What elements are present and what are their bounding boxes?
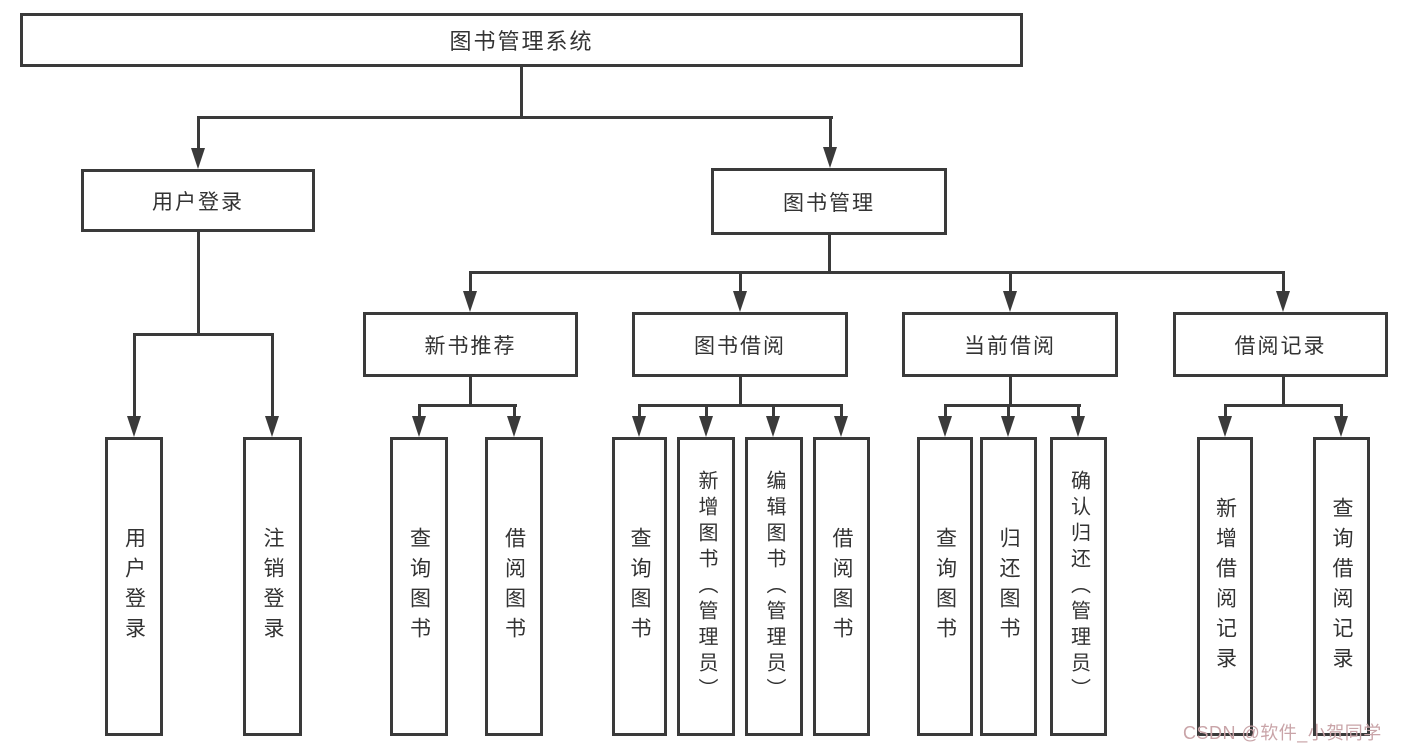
leaf-query-borrow-record: 查询借阅记录	[1313, 437, 1370, 736]
leaf-label: 借阅图书	[502, 526, 526, 647]
leaf-query-books-recommend: 查询图书	[390, 437, 448, 736]
connector-line	[469, 271, 1285, 274]
connector-line	[469, 274, 472, 294]
connector-line	[1009, 274, 1012, 294]
leaf-label: 注销登录	[261, 526, 284, 647]
leaf-label: 编辑图书（管理员）	[763, 469, 785, 704]
arrowhead-icon	[733, 291, 747, 312]
arrowhead-icon	[938, 416, 952, 437]
leaf-label: 查询借阅记录	[1330, 496, 1353, 677]
leaf-label: 归还图书	[997, 526, 1020, 647]
node-book-borrowing: 图书借阅	[632, 312, 848, 377]
leaf-add-books-admin: 新增图书（管理员）	[677, 437, 735, 736]
node-borrowing-records: 借阅记录	[1173, 312, 1388, 377]
connector-line	[840, 407, 843, 421]
csdn-watermark: CSDN @软件_小贺同学	[1183, 723, 1382, 743]
connector-line	[772, 407, 775, 421]
leaf-add-borrow-record: 新增借阅记录	[1197, 437, 1253, 736]
node-label: 图书借阅	[694, 334, 786, 358]
connector-line	[197, 119, 200, 153]
connector-line	[1077, 407, 1080, 421]
connector-line	[197, 116, 833, 119]
connector-line	[739, 274, 742, 294]
connector-line	[520, 66, 523, 119]
connector-line	[133, 333, 274, 336]
connector-line	[944, 407, 947, 421]
arrowhead-icon	[265, 416, 279, 437]
node-label: 用户登录	[152, 190, 244, 214]
connector-line	[1224, 404, 1343, 407]
arrowhead-icon	[823, 147, 837, 168]
leaf-label: 查询图书	[933, 526, 957, 647]
connector-line	[828, 235, 831, 273]
leaf-label: 新增图书（管理员）	[695, 469, 717, 704]
node-user-login: 用户登录	[81, 169, 315, 232]
node-label: 图书管理系统	[449, 29, 594, 54]
connector-line	[1009, 377, 1012, 406]
connector-line	[418, 407, 421, 421]
connector-line	[1340, 407, 1343, 421]
leaf-query-books-current: 查询图书	[917, 437, 973, 736]
connector-line	[829, 119, 832, 152]
arrowhead-icon	[1003, 291, 1017, 312]
node-label: 借阅记录	[1234, 334, 1327, 358]
leaf-label: 用户登录	[122, 526, 146, 647]
arrowhead-icon	[1276, 291, 1290, 312]
node-label: 新书推荐	[424, 334, 517, 358]
arrowhead-icon	[834, 416, 848, 437]
node-label: 当前借阅	[964, 334, 1056, 358]
connector-line	[1224, 407, 1227, 421]
connector-line	[418, 404, 517, 407]
connector-line	[638, 404, 843, 407]
leaf-label: 借阅图书	[830, 526, 853, 647]
connector-line	[705, 407, 708, 421]
arrowhead-icon	[1071, 416, 1085, 437]
leaf-confirm-return-admin: 确认归还（管理员）	[1050, 437, 1107, 736]
arrowhead-icon	[1334, 416, 1348, 437]
arrowhead-icon	[191, 148, 205, 169]
node-label: 图书管理	[783, 191, 875, 215]
connector-line	[133, 336, 136, 420]
connector-line	[739, 377, 742, 406]
node-book-management: 图书管理	[711, 168, 947, 235]
leaf-label: 新增借阅记录	[1213, 496, 1237, 677]
arrowhead-icon	[699, 416, 713, 437]
arrowhead-icon	[507, 416, 521, 437]
leaf-borrow-books-borrowing: 借阅图书	[813, 437, 870, 736]
leaf-query-books-borrowing: 查询图书	[612, 437, 667, 736]
leaf-label: 确认归还（管理员）	[1067, 469, 1090, 704]
connector-line	[1007, 407, 1010, 421]
arrowhead-icon	[127, 416, 141, 437]
connector-line	[513, 407, 516, 421]
leaf-logout: 注销登录	[243, 437, 302, 736]
connector-line	[271, 336, 274, 420]
arrowhead-icon	[1218, 416, 1232, 437]
arrowhead-icon	[1001, 416, 1015, 437]
connector-line	[638, 407, 641, 421]
leaf-edit-books-admin: 编辑图书（管理员）	[745, 437, 803, 736]
node-current-borrowing: 当前借阅	[902, 312, 1118, 377]
arrowhead-icon	[632, 416, 646, 437]
leaf-return-books: 归还图书	[980, 437, 1037, 736]
connector-line	[944, 404, 1081, 407]
arrowhead-icon	[412, 416, 426, 437]
leaf-label: 查询图书	[628, 526, 651, 647]
node-new-book-recommendation: 新书推荐	[363, 312, 578, 377]
node-library-management-system: 图书管理系统	[20, 13, 1023, 67]
connector-line	[1282, 274, 1285, 294]
connector-line	[469, 377, 472, 406]
leaf-label: 查询图书	[407, 526, 431, 647]
leaf-borrow-books-recommend: 借阅图书	[485, 437, 543, 736]
arrowhead-icon	[463, 291, 477, 312]
connector-line	[197, 232, 200, 336]
leaf-user-login: 用户登录	[105, 437, 163, 736]
arrowhead-icon	[766, 416, 780, 437]
connector-line	[1282, 377, 1285, 406]
